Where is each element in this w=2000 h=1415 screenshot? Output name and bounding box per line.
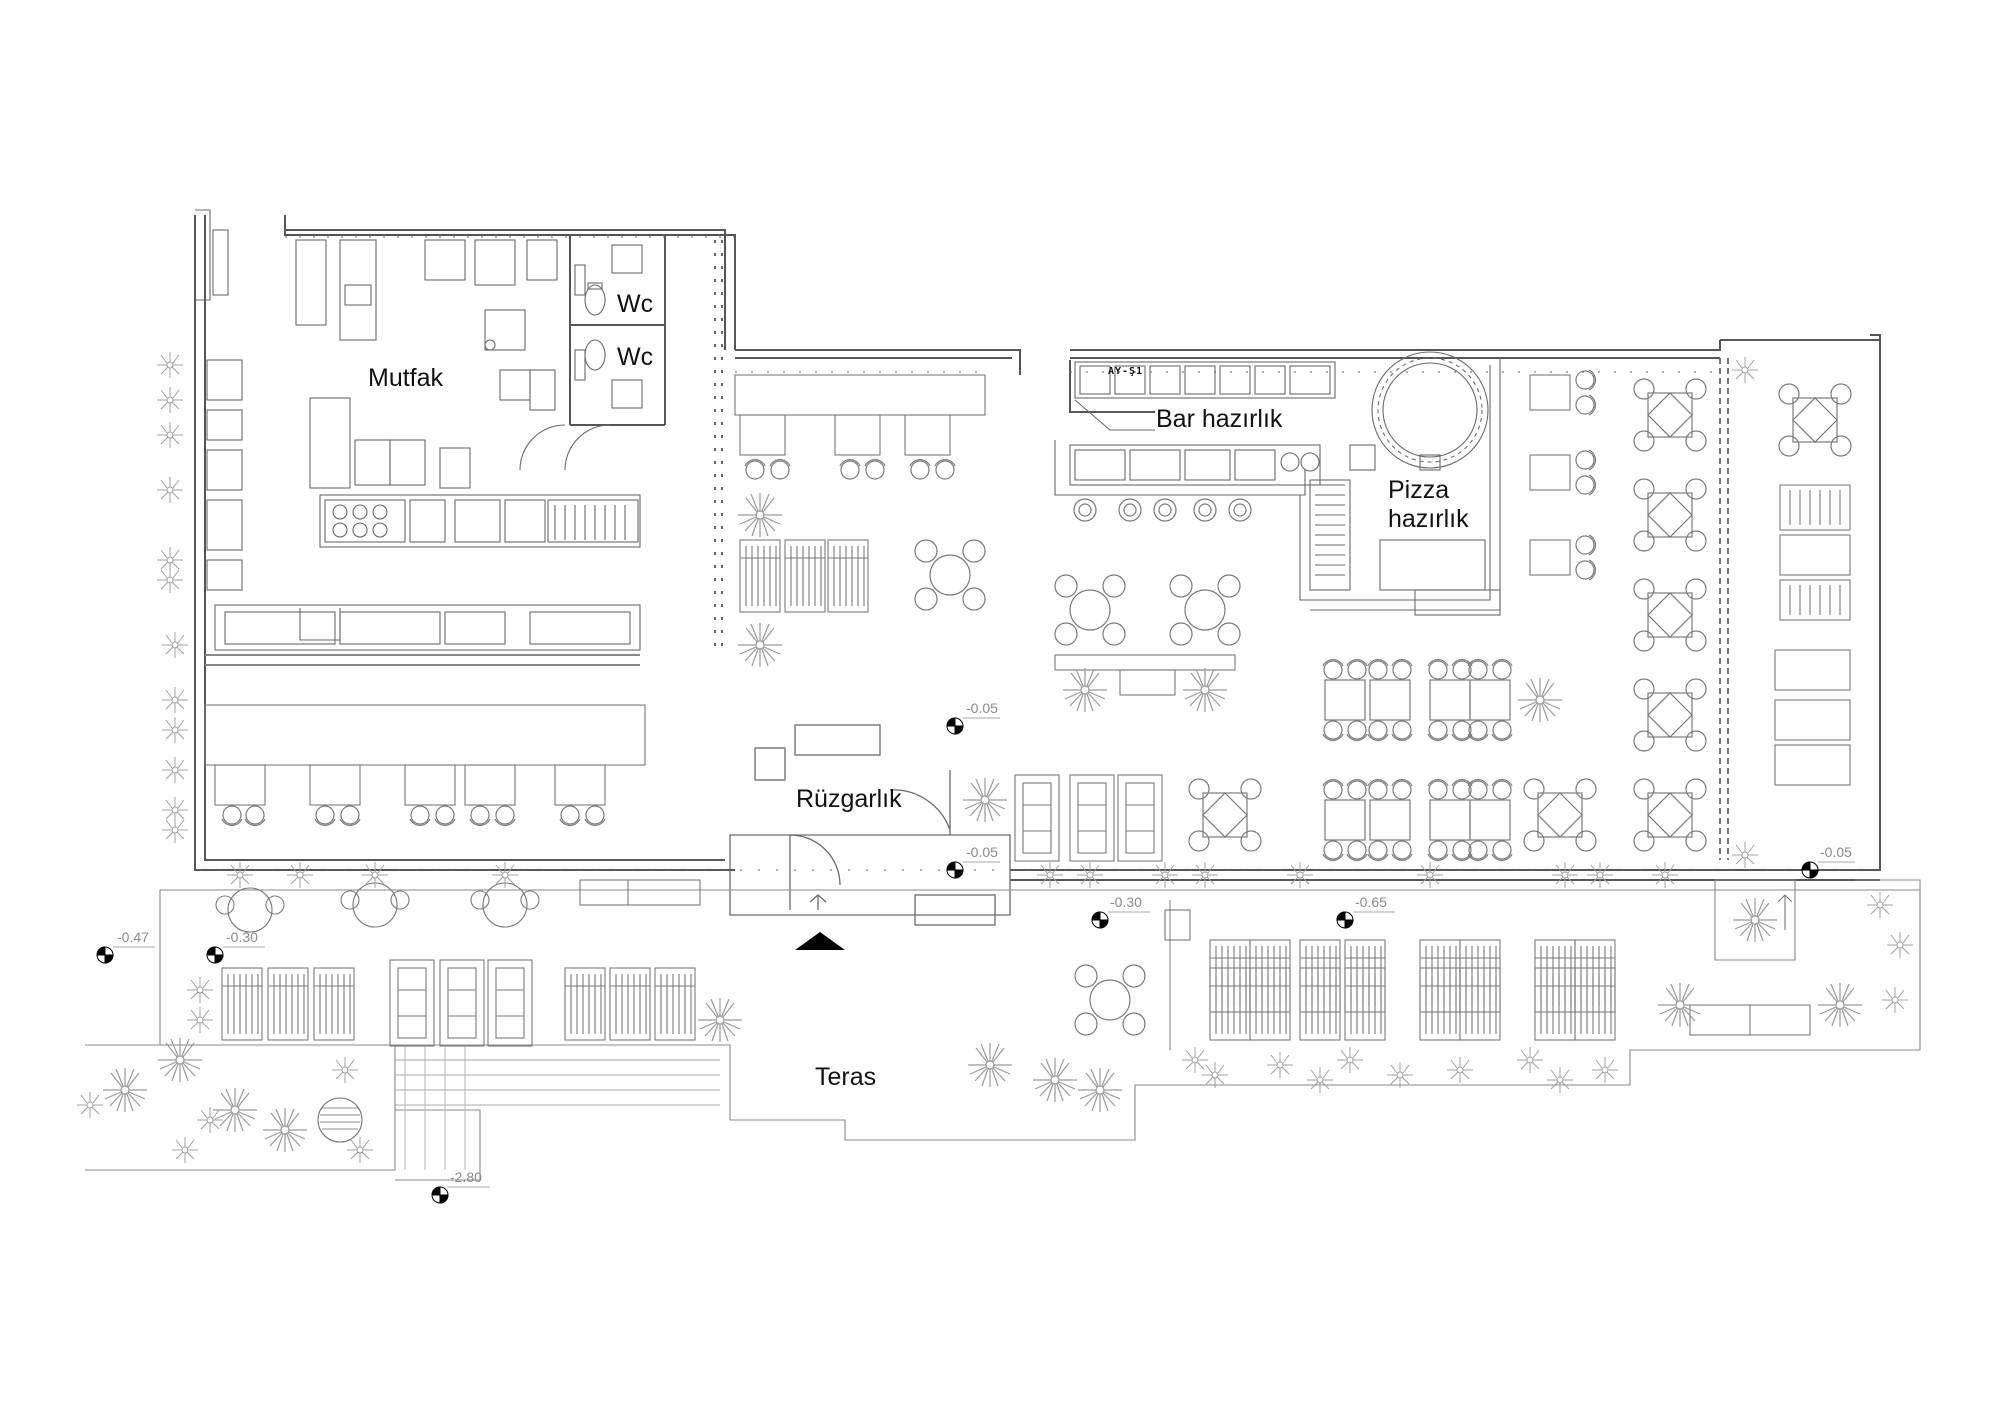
dining-tables-center <box>1323 660 1512 861</box>
level-marker-icon <box>1336 911 1354 929</box>
level-label: -0.05 <box>966 700 998 716</box>
central-console <box>1054 654 1236 696</box>
bar-counter-upper <box>734 374 986 416</box>
wc-fixtures <box>574 244 643 409</box>
terrace-outline <box>85 879 1921 1181</box>
room-label-wc-2: Wc <box>617 343 654 371</box>
level-label: -0.05 <box>966 844 998 860</box>
level-marker-leaders <box>113 717 1855 1188</box>
lower-left-dining <box>204 704 646 827</box>
level-label: -0.30 <box>1110 894 1142 910</box>
plants <box>76 351 1914 1164</box>
level-label: -2.80 <box>450 1169 482 1185</box>
terrace-round-tables <box>215 879 701 933</box>
interior-sofas <box>1014 774 1163 862</box>
room-label-ruzgarlik: Rüzgarlık <box>796 785 902 813</box>
level-markers <box>96 717 1819 1204</box>
windbreak-lobby <box>729 724 1011 926</box>
level-label: -0.47 <box>117 929 149 945</box>
two-seat-tables <box>1529 369 1597 581</box>
room-label-mutfak: Mutfak <box>368 364 444 392</box>
room-label-pizza-hazirlik: Pizza hazırlık <box>1388 476 1469 533</box>
bar-prep-equipment <box>1054 351 1501 616</box>
room-label-wc-1: Wc <box>617 290 654 318</box>
room-label-teras: Teras <box>815 1063 877 1091</box>
dining-bar-stools <box>739 414 956 480</box>
kitchen-equipment <box>195 209 641 651</box>
level-marker-icon <box>431 1186 449 1204</box>
column-grid <box>200 236 1860 871</box>
equipment-tag: AY-Ş1 <box>1108 366 1144 377</box>
level-label: -0.05 <box>1820 844 1852 860</box>
level-marker-icon <box>946 717 964 735</box>
level-marker-icon <box>946 861 964 879</box>
planter-boxes <box>1164 894 1793 941</box>
room-label-bar-hazirlik: Bar hazırlık <box>1156 405 1283 433</box>
level-label: -0.30 <box>226 929 258 945</box>
level-marker-icon <box>1801 861 1819 879</box>
terrace-bench <box>1689 1004 1811 1036</box>
level-marker-icon <box>1091 911 1109 929</box>
right-loungers <box>1774 484 1851 786</box>
level-label: -0.65 <box>1355 894 1387 910</box>
corner-table <box>1778 383 1852 457</box>
level-marker-icon <box>96 946 114 964</box>
level-marker-icon <box>206 946 224 964</box>
terrace-loungers-right <box>1209 939 1616 1041</box>
bar-stools <box>1073 498 1252 522</box>
terrace-loungers <box>221 959 696 1047</box>
entrance-arrow-icon <box>795 932 845 950</box>
sofas <box>739 539 869 613</box>
